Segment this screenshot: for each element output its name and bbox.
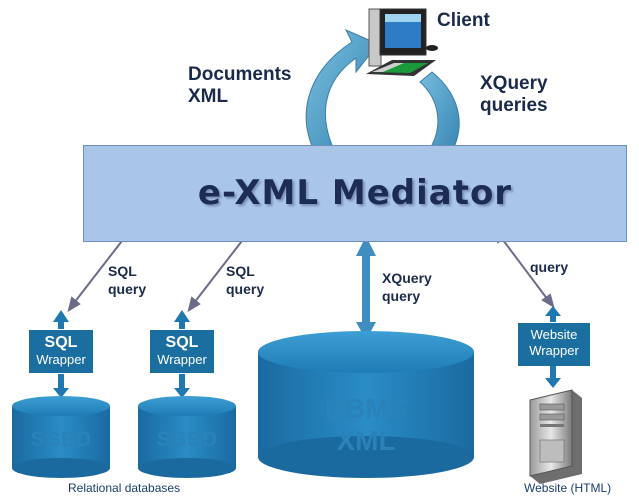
xquery-label-line2: queries [480, 95, 548, 116]
sgbd-2-label: SGBD [156, 428, 218, 451]
website-wrapper: Website Wrapper [518, 323, 590, 366]
client-label: Client [437, 10, 490, 31]
sql-wrapper-1: SQL Wrapper [29, 330, 93, 373]
sql2-query-label-line2: query [226, 281, 265, 297]
website-wrapper-title: Website [530, 327, 578, 342]
xquery-link-label-line2: query [382, 288, 421, 304]
xquery-link-label-line1: XQuery [382, 270, 432, 286]
website-caption: Website (HTML) [524, 481, 612, 495]
sql-wrapper-2-title: SQL [165, 334, 199, 351]
sgbd-2-cylinder [138, 396, 236, 478]
sql-wrapper-1-title: SQL [44, 334, 78, 351]
xquery-link-arrow [356, 236, 376, 340]
sql-wrapper-2: SQL Wrapper [150, 330, 214, 373]
server-tower-icon [529, 389, 582, 484]
documents-label-line2: XML [188, 86, 229, 107]
sgbd-1-cylinder [12, 396, 110, 478]
web-query-label: query [530, 259, 569, 275]
wrapper-connector-arrows [53, 306, 561, 398]
sql-wrapper-2-subtitle: Wrapper [157, 352, 207, 367]
documents-label-line1: Documents [188, 64, 292, 85]
documents-flow-arrow [305, 28, 379, 159]
sgbd-1-label: SGBD [30, 428, 92, 451]
mediator-title: e-XML Mediator [197, 173, 513, 213]
dbms-label-line1: DBMS [324, 393, 408, 424]
dbms-label-line2: XML [336, 425, 396, 456]
sql-wrapper-1-subtitle: Wrapper [36, 352, 86, 367]
xquery-label-line1: XQuery [480, 73, 548, 94]
sql1-query-label-line2: query [108, 281, 147, 297]
mediator-box: e-XML Mediator [83, 145, 627, 242]
relational-databases-caption: Relational databases [68, 481, 181, 495]
sql1-query-label-line1: SQL [108, 263, 137, 279]
sql2-query-label-line1: SQL [226, 263, 255, 279]
dbms-xml-cylinder [258, 331, 474, 478]
computer-icon [366, 8, 438, 76]
website-wrapper-subtitle: Wrapper [529, 343, 579, 358]
